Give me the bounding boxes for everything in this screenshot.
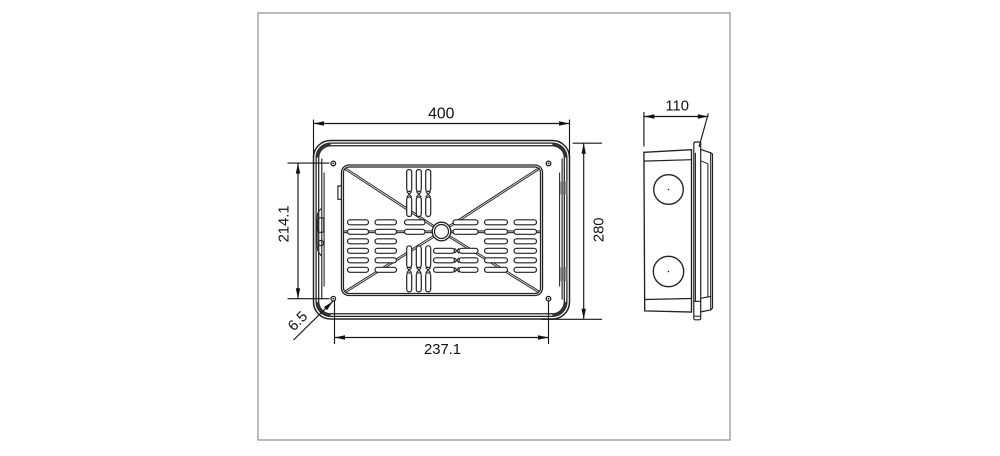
svg-text:110: 110 [665, 98, 689, 114]
svg-text:214.1: 214.1 [277, 205, 293, 242]
svg-text:400: 400 [428, 106, 455, 123]
svg-text:237.1: 237.1 [424, 342, 461, 358]
svg-text:280: 280 [592, 217, 608, 242]
